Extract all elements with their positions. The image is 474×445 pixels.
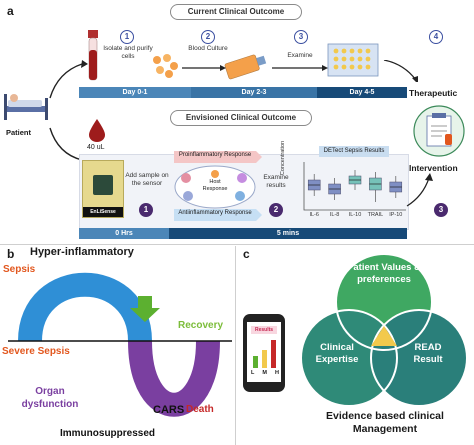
circle-clinical-expertise: Clinical Expertise <box>315 342 359 365</box>
step-2-text: Blood Culture <box>188 45 228 52</box>
organ-dysfunction-label: Organ dysfunction <box>21 386 79 410</box>
sensor-brand: EnLiSense <box>83 207 123 217</box>
panel-divider-horizontal <box>0 244 474 245</box>
envisioned-timeline: 0 Hrs 5 mins <box>79 228 407 239</box>
volume-label: 40 uL <box>87 144 105 151</box>
severe-sepsis-label: Severe Sepsis <box>2 346 70 357</box>
phone-results-label: Results <box>251 326 277 334</box>
box-il-8 <box>328 178 341 200</box>
phone-bar-label-l: L <box>251 370 255 376</box>
host-response-cells <box>174 165 256 209</box>
detect-title: DETect Sepsis Results <box>319 146 389 157</box>
death-label: Death <box>186 404 214 415</box>
phone-icon: Results L M H <box>243 314 285 392</box>
x-label-il-6: IL-6 <box>309 212 319 218</box>
detect-box-chart <box>303 162 406 211</box>
therapeutic-label: Therapeutic <box>409 88 458 98</box>
immunosuppressed-label: Immunosuppressed <box>60 428 156 439</box>
sensor-chip <box>93 175 113 195</box>
step-4-current: 4 <box>429 30 443 44</box>
circle-patient-values: Patient Values & preferences <box>347 262 421 285</box>
intervention-label: Intervention <box>409 163 458 173</box>
well-plate-icon <box>327 43 379 77</box>
x-label-il-10: IL-10 <box>348 212 362 218</box>
step-1-text: Isolate and purify cells <box>103 45 153 60</box>
timeline-day-0-1: Day 0-1 <box>79 87 191 98</box>
x-label-trail: TRAIL <box>367 212 384 218</box>
phone-bar-label-m: M <box>262 370 267 376</box>
current-outcome-title: Current Clinical Outcome <box>170 4 302 20</box>
sepsis-label: Sepsis <box>3 264 36 275</box>
chart-axis <box>303 162 406 211</box>
blood-drop-icon <box>89 119 105 142</box>
x-label-ip-10: IP-10 <box>389 212 403 218</box>
evidence-caption: Evidence based clinical Management <box>326 410 444 435</box>
current-timeline: Day 0-1 Day 2-3 Day 4-5 <box>79 87 407 98</box>
timeline-day-4-5: Day 4-5 <box>317 87 407 98</box>
patient-bed-icon <box>4 94 48 120</box>
step-3-text: Examine <box>287 52 313 59</box>
sirs-cars-curve <box>8 272 232 417</box>
hyper-inflammatory-label: Hyper-inflammatory <box>30 246 134 258</box>
current-flow-arrows <box>182 60 418 82</box>
step-3-current: 3 <box>294 30 308 44</box>
panel-b-label: b <box>7 247 15 261</box>
recovery-label: Recovery <box>178 320 224 331</box>
envisioned-outcome-title: Envisioned Clinical Outcome <box>170 110 312 126</box>
panel-c-label: c <box>243 247 250 261</box>
panel-a-label: a <box>7 4 14 18</box>
blood-tube-icon <box>88 30 98 81</box>
step-1-current: 1 <box>120 30 134 44</box>
chart-ylabel: Concentration <box>280 140 286 176</box>
phone-screen: Results L M H <box>247 322 281 382</box>
phone-bar-m <box>262 350 267 368</box>
examine-results-text: Examine results <box>263 174 289 189</box>
host-response-label: Host Response <box>202 179 228 192</box>
prescription-icon <box>413 105 465 157</box>
box-ip-10 <box>389 176 403 198</box>
sirs-label: SIRS <box>71 262 97 274</box>
phone-bar-label-h: H <box>275 370 279 376</box>
phone-bar-l <box>253 356 258 368</box>
box-il-10 <box>348 170 362 190</box>
patient-label: Patient <box>6 128 32 137</box>
box-trail <box>369 172 382 202</box>
timeline-day-2-3: Day 2-3 <box>191 87 317 98</box>
x-label-il-8: IL-8 <box>329 212 340 218</box>
step-2-envisioned: 2 <box>269 203 283 217</box>
cells-icon <box>153 54 178 78</box>
cars-label: CARS <box>153 404 185 416</box>
timeline-0-hrs: 0 Hrs <box>79 228 169 239</box>
evidence-venn-diagram <box>300 253 468 407</box>
circle-read-result: READ Result <box>413 342 443 365</box>
envisioned-to-intervention-arrow <box>406 173 433 207</box>
inflammatory-arrows <box>174 151 262 221</box>
panel-divider-vertical <box>235 246 236 445</box>
step-3-envisioned: 3 <box>434 203 448 217</box>
timeline-5-mins: 5 mins <box>169 228 407 239</box>
add-sample-text: Add sample on the sensor <box>125 172 169 187</box>
box-il-6 <box>307 174 321 196</box>
detect-x-labels: IL-6 IL-8 IL-10 TRAIL IP-10 <box>300 212 406 220</box>
phone-bar-labels: L M H <box>251 370 279 376</box>
antiinflammatory-label: Antiinflammatory Response <box>178 210 252 216</box>
phone-bar-h <box>271 340 276 368</box>
step-1-envisioned: 1 <box>139 203 153 217</box>
sensor-device: EnLiSense <box>82 160 124 218</box>
step-2-current: 2 <box>201 30 215 44</box>
culture-flask-icon <box>224 54 267 80</box>
proinflammatory-label: Proinflammatory Response <box>178 152 252 158</box>
